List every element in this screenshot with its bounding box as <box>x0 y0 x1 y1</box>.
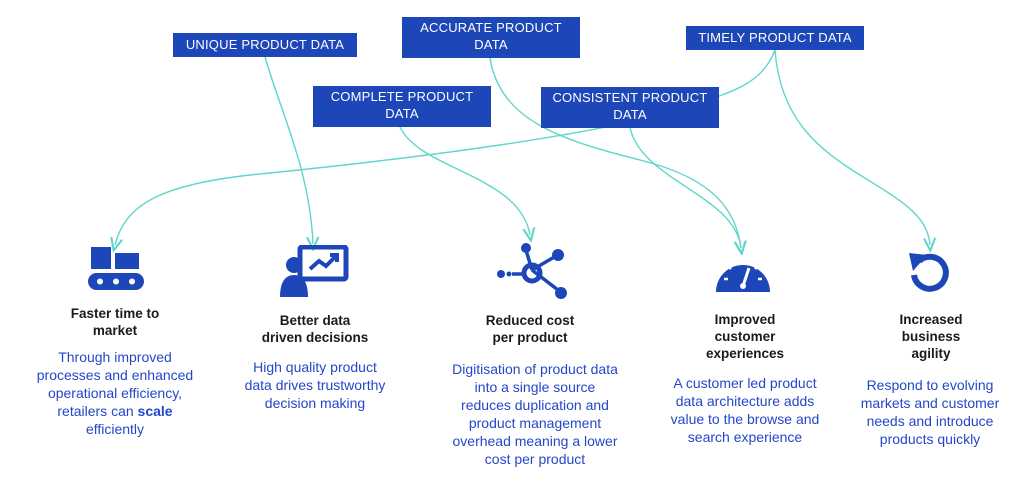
network-hub-icon <box>497 243 567 299</box>
arrow-accurate-to-experiences <box>489 57 741 248</box>
desc-line: Through improved <box>58 349 172 365</box>
benefit-desc-customer-experiences: A customer led product data architecture… <box>648 374 842 446</box>
benefit-title-customer-experiences: Improved customer experiences <box>670 311 820 362</box>
desc-line: A customer led product <box>673 375 817 391</box>
benefit-title-faster-market: Faster time to market <box>40 305 190 339</box>
tag-unique-label: UNIQUE PRODUCT DATA <box>185 37 345 52</box>
presenter-chart-icon <box>280 245 349 297</box>
desc-line: markets and customer <box>860 395 1000 411</box>
desc-bold-scale: scale <box>137 403 173 419</box>
title-line: driven decisions <box>261 330 369 345</box>
tag-consistent-product-data: CONSISTENT PRODUCT DATA <box>541 87 719 128</box>
benefit-title-better-decisions: Better data driven decisions <box>240 312 390 346</box>
desc-line: overhead meaning a lower <box>452 433 618 449</box>
title-line: Faster time to <box>70 306 160 321</box>
title-line: Increased <box>899 312 963 327</box>
arrow-timely-to-agility <box>774 49 930 245</box>
desc-line: product management <box>468 415 602 431</box>
tag-consistent-label-1: CONSISTENT PRODUCT <box>552 90 708 105</box>
arrow-unique-to-decisions <box>264 56 313 244</box>
desc-line: value to the browse and <box>670 411 820 427</box>
benefit-title-business-agility: Increased business agility <box>856 311 1006 362</box>
conveyor-boxes-icon <box>88 247 144 290</box>
title-line: experiences <box>705 346 785 361</box>
desc-text: retailers can <box>57 403 138 419</box>
benefit-desc-business-agility: Respond to evolving markets and customer… <box>840 376 1020 448</box>
tag-unique-product-data: UNIQUE PRODUCT DATA <box>173 33 357 57</box>
title-line: market <box>92 323 138 338</box>
tag-accurate-label-1: ACCURATE PRODUCT <box>420 20 562 35</box>
title-line: Reduced cost <box>485 313 575 328</box>
desc-line: search experience <box>687 429 803 445</box>
tag-complete-product-data: COMPLETE PRODUCT DATA <box>313 86 491 127</box>
desc-line: cost per product <box>484 451 586 467</box>
title-line: Better data <box>279 313 351 328</box>
title-line: per product <box>492 330 568 345</box>
refresh-arrow-icon <box>909 253 949 292</box>
arrow-consistent-to-experiences <box>629 126 741 248</box>
desc-line: into a single source <box>474 379 596 395</box>
title-line: Improved <box>714 312 776 327</box>
desc-line: operational efficiency, <box>47 385 183 401</box>
desc-line: Digitisation of product data <box>452 361 618 377</box>
benefit-desc-faster-market: Through improved processes and enhanced … <box>20 348 210 438</box>
benefit-desc-better-decisions: High quality product data drives trustwo… <box>225 358 405 412</box>
desc-line: decision making <box>264 395 366 411</box>
arrow-complete-to-cost <box>399 126 530 235</box>
desc-line: processes and enhanced <box>36 367 194 383</box>
tag-accurate-product-data: ACCURATE PRODUCT DATA <box>402 17 580 58</box>
tag-timely-product-data: TIMELY PRODUCT DATA <box>686 26 864 50</box>
desc-line: efficiently <box>85 421 145 437</box>
speedometer-icon <box>716 259 770 292</box>
benefit-desc-reduced-cost: Digitisation of product data into a sing… <box>435 360 635 468</box>
desc-line: Respond to evolving <box>866 377 994 393</box>
tag-consistent-label-2: DATA <box>613 107 647 122</box>
desc-line: retailers can scale <box>20 402 210 420</box>
tag-timely-label: TIMELY PRODUCT DATA <box>698 30 852 45</box>
desc-line: High quality product <box>253 359 377 375</box>
desc-line: needs and introduce <box>866 413 994 429</box>
title-line: business <box>901 329 961 344</box>
desc-line: reduces duplication and <box>461 397 609 413</box>
desc-line: data architecture adds <box>675 393 815 409</box>
tag-complete-label-2: DATA <box>385 106 419 121</box>
arrow-timely-to-faster-market <box>115 49 776 245</box>
desc-line: data drives trustworthy <box>244 377 386 393</box>
title-line: agility <box>911 346 951 361</box>
tag-accurate-label-2: DATA <box>474 37 508 52</box>
benefit-title-reduced-cost: Reduced cost per product <box>455 312 605 346</box>
desc-line: products quickly <box>879 431 981 447</box>
tag-complete-label-1: COMPLETE PRODUCT <box>330 89 474 104</box>
title-line: customer <box>714 329 776 344</box>
